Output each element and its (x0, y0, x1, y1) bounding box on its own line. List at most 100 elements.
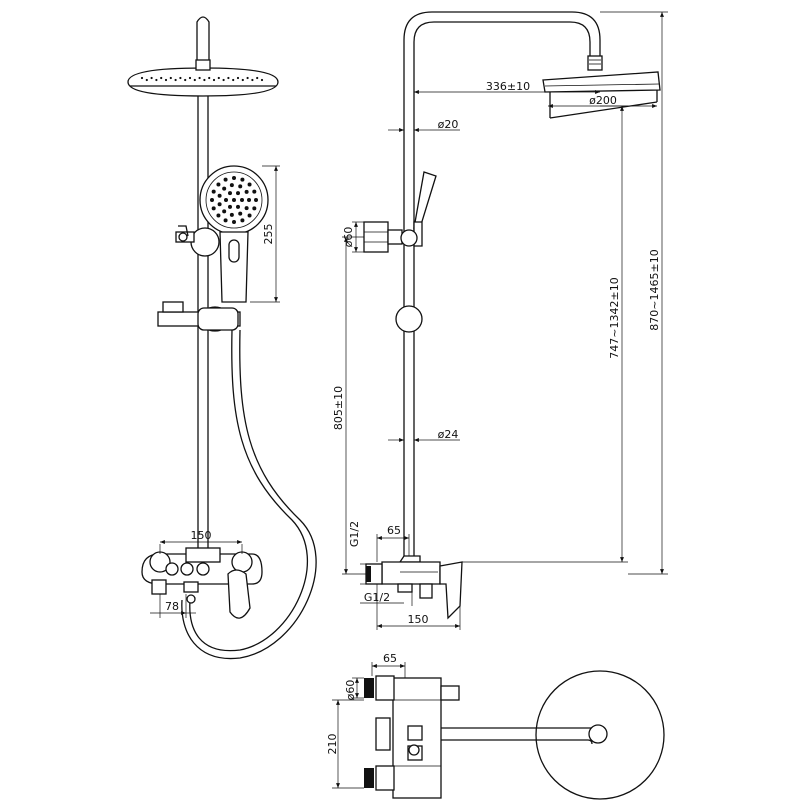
nozzle-dot (222, 186, 227, 191)
nozzle-dot (244, 189, 249, 194)
dim-g12-bottom: G1/2 (360, 591, 413, 606)
dim-label-805: 805±10 (332, 386, 345, 430)
nozzle-dot (244, 206, 249, 211)
dim-805: 805±10 (332, 236, 366, 575)
dim-label-d60-top: ø60 (344, 680, 357, 701)
riser-knob (175, 225, 220, 257)
dim-label-78: 78 (165, 600, 179, 613)
dim-65-side: 65 (376, 524, 410, 562)
nozzle-dot (228, 191, 232, 196)
arm-connector (587, 55, 603, 71)
dim-210: 210 (326, 699, 364, 789)
nozzle-dot (256, 76, 259, 80)
top-view: 65 ø60 210 (326, 652, 665, 800)
nozzle-dot (184, 78, 187, 82)
shower-hose (189, 329, 309, 652)
nozzle-dot (232, 78, 235, 82)
hand-shower-front (199, 165, 269, 303)
nozzle-dot (217, 76, 220, 80)
nozzle-dot (217, 193, 222, 198)
dim-d24: ø24 (388, 428, 460, 442)
nozzle-dot (169, 76, 172, 80)
dim-label-65-top: 65 (383, 652, 397, 665)
dim-78: 78 (150, 594, 196, 618)
nozzle-dot (216, 182, 221, 187)
nozzle-dot (240, 177, 245, 182)
nozzle-dot (216, 213, 221, 218)
dim-label-336: 336±10 (486, 80, 530, 93)
nozzle-dot (238, 184, 243, 189)
nozzle-dot (160, 76, 163, 80)
nozzle-dot (164, 78, 168, 82)
nozzle-dot (247, 213, 252, 218)
nozzle-dot (236, 204, 240, 209)
nozzle-dot (211, 206, 216, 211)
hand-shower-side (413, 171, 437, 247)
nozzle-dot (247, 182, 252, 187)
top-arm-outer (438, 727, 601, 737)
nozzle-dot (232, 220, 236, 224)
nozzle-dot (232, 176, 236, 180)
riser-cap (196, 16, 210, 62)
nozzle-dot (236, 76, 240, 80)
dim-label-d24: ø24 (438, 428, 459, 441)
mixer-side (365, 555, 463, 620)
nozzle-dot (145, 78, 148, 82)
dim-label-870-1465: 870~1465±10 (648, 249, 661, 330)
nozzle-dot (193, 78, 196, 82)
nozzle-dot (155, 78, 158, 82)
dim-747-1342: 747~1342±10 (462, 105, 628, 563)
nozzle-dot (228, 204, 232, 209)
dim-65-top: 65 (371, 652, 406, 678)
dim-label-65-side: 65 (387, 524, 401, 537)
dim-d60-top: ø60 (344, 677, 364, 701)
nozzle-dot (188, 76, 192, 80)
dim-255: 255 (250, 165, 280, 303)
nozzle-dot (224, 198, 228, 202)
top-mixer (364, 675, 460, 799)
nozzle-dot (211, 189, 216, 194)
nozzle-dot (140, 76, 144, 80)
nozzle-dot (246, 76, 249, 80)
dim-label-d20: ø20 (438, 118, 459, 131)
nozzle-dot (252, 189, 257, 194)
dim-label-255: 255 (262, 224, 275, 245)
nozzle-dot (251, 78, 254, 82)
nozzle-dot (252, 206, 257, 211)
nozzle-dot (229, 212, 234, 217)
holder-side (363, 221, 423, 333)
nozzle-dot (208, 76, 211, 80)
dim-label-747-1342: 747~1342±10 (608, 277, 621, 358)
nozzle-dot (222, 209, 227, 214)
nozzle-dot (203, 78, 206, 82)
nozzle-dot (212, 78, 216, 82)
nozzle-dot (223, 177, 228, 182)
dim-label-210: 210 (326, 734, 339, 755)
nozzle-dot (240, 218, 245, 223)
side-view: 336±10 ø200 ø20 ø24 ø60 (332, 11, 668, 630)
nozzle-dot (232, 198, 236, 202)
dim-label-g12-top: G1/2 (348, 521, 361, 547)
nozzle-dot (247, 198, 251, 202)
nozzle-dot (238, 211, 243, 216)
nozzle-dot (217, 202, 222, 207)
nozzle-dot (260, 78, 264, 82)
slide-holder-front (157, 301, 241, 332)
overhead-shower-head-front (127, 59, 279, 97)
nozzle-dot (236, 191, 240, 196)
nozzle-dot (179, 76, 182, 80)
dim-150-side: 150 (376, 584, 461, 630)
nozzle-dot (150, 76, 153, 80)
dim-label-150-side: 150 (408, 613, 429, 626)
nozzle-dot (254, 198, 258, 202)
nozzle-dot (241, 78, 244, 82)
dim-d20: ø20 (388, 118, 460, 132)
nozzle-dot (229, 183, 234, 188)
dim-label-150-front: 150 (191, 529, 212, 542)
dim-336: 336±10 (414, 80, 600, 94)
nozzle-dot (222, 78, 225, 82)
front-view: 150 78 255 (127, 16, 317, 660)
dim-g12-top: G1/2 (348, 521, 366, 585)
riser-and-arm-outer (403, 11, 601, 562)
